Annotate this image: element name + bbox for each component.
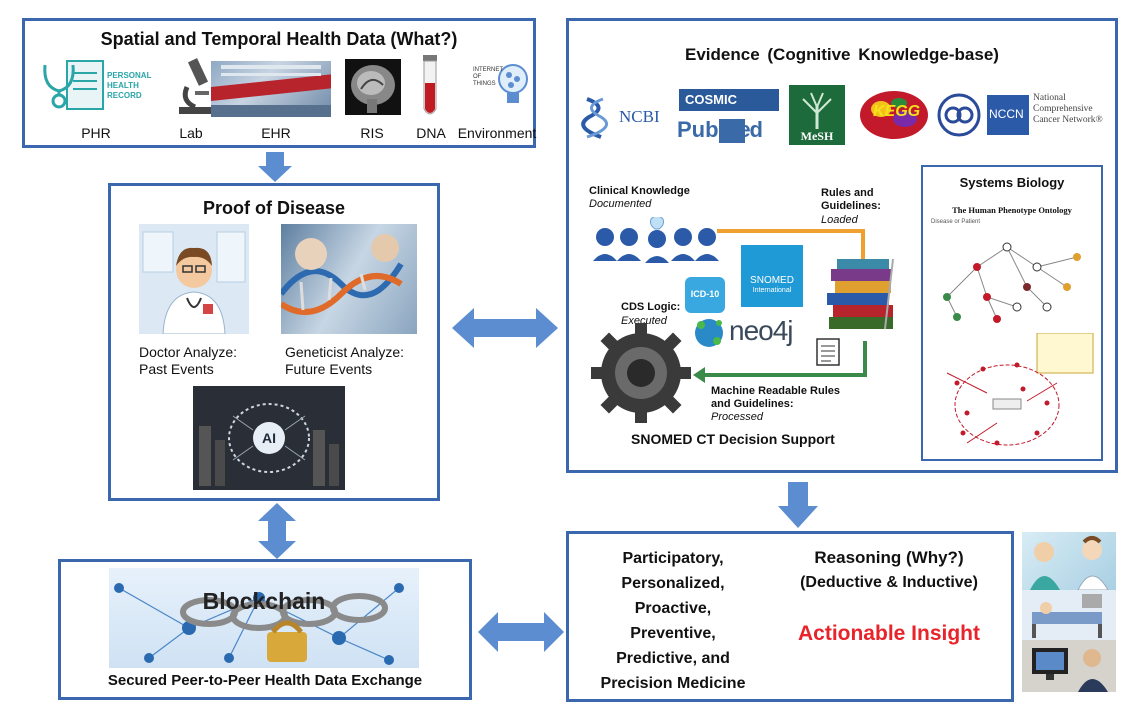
health-data-title: Spatial and Temporal Health Data (What?) [100,29,458,49]
actionable-insight-panel: Participatory, Personalized, Proactive, … [566,531,1014,702]
down-arrow-data-to-proof [258,152,292,182]
geneticist-caption-line1: Geneticist Analyze: [285,344,405,360]
doctor-caption: Doctor Analyze: Past Events [139,344,259,378]
snomed-ct-footer: SNOMED CT Decision Support [631,431,835,447]
rules-label: Rules and Guidelines: [821,187,881,212]
icd10-logo: ICD-10 [685,277,725,313]
microscope-icon [173,57,217,119]
bidirectional-arrow-proof-evidence [452,308,558,348]
nccn-box-text: NCCN [989,107,1024,121]
medicine-item: Proactive, [634,600,712,617]
kegg-text: KEGG [873,103,921,120]
medicine-item: Precision Medicine [600,675,746,692]
medicine-item: Personalized, [621,575,725,592]
neo4j-logo: neo4j [691,315,817,351]
phr-label: PHR [81,125,111,141]
decision-gear-icon [589,321,693,425]
phr-logo-text: PERSONAL HEALTH RECORD [107,71,152,100]
nccn-logo: NCCN National Comprehensive Cancer Netwo… [987,93,1113,143]
systems-biology-panel: Systems Biology The Human Phenotype Onto… [921,165,1103,461]
executed-label: Executed [621,315,667,327]
bidirectional-arrow-proof-blockchain [258,503,296,559]
ris-label: RIS [360,125,384,141]
clinicians-group-icon [591,217,721,273]
pubmed-logo: Pub Med [675,115,785,147]
medicine-item: Participatory, [622,550,724,567]
mesh-text: MeSH [800,129,834,143]
environment-label: Environment [457,125,537,141]
blockchain-panel: Blockchain Secured Peer-to-Peer Health D… [58,559,472,700]
process-arrow [693,341,867,383]
health-data-panel: Spatial and Temporal Health Data (What?)… [22,18,536,148]
bidirectional-arrow-blockchain-insight [478,612,564,652]
hpo-subtitle: Disease or Patient [931,219,981,225]
kegg-logo: KEGG [859,89,929,141]
loaded-label: Loaded [821,214,858,226]
ehr-label: EHR [261,125,291,141]
go-logo [937,93,981,137]
snomed-text: SNOMED [750,275,794,286]
document-icon [815,337,841,367]
processed-label: Processed [711,411,763,423]
blockchain-label: Blockchain [202,588,326,614]
cosmic-text: COSMIC [685,92,737,107]
geneticist-caption-line2: Future Events [285,361,373,377]
hospital-bed-image [1022,590,1116,640]
nurse-patient-image [1022,532,1116,590]
hpo-tree-graph [943,242,1081,323]
medicine-item: Preventive, [630,625,716,642]
documented-label: Documented [589,198,652,210]
hospital-image [211,61,331,117]
doctor-caption-line2: Past Events [139,361,214,377]
telehealth-image [1022,640,1116,692]
hpo-title: The Human Phenotype Ontology [952,205,1072,215]
pubmed-med-text: Med [721,117,763,142]
dna-tube-icon [417,55,443,121]
cds-logic-label: CDS Logic: [621,301,681,313]
lab-label: Lab [179,125,203,141]
snomed-intl-text: International [752,287,792,294]
proof-of-disease-panel: Proof of Disease Doctor Analyze: Pas [108,183,440,501]
medicine-item: Predictive, and [616,650,730,667]
geneticist-image [281,224,417,334]
iot-logo-text: INTERNET OF THINGS [473,67,503,87]
machine-readable-label: Machine Readable Rules and Guidelines: [711,385,840,410]
doctor-caption-line1: Doctor Analyze: [139,344,238,360]
ncbi-text: NCBI [619,107,660,126]
cosmic-logo: COSMIC [679,89,779,111]
reasoning-title: Reasoning (Why?) [814,548,964,567]
brain-scan-image [345,59,401,115]
systems-biology-title: Systems Biology [959,175,1065,190]
phr-icon: PERSONAL HEALTH RECORD [39,57,159,117]
precision-medicine-list: Participatory, Personalized, Proactive, … [575,546,771,696]
actionable-insight-label: Actionable Insight [797,622,980,645]
pubmed-pub-text: Pub [677,117,719,142]
icd10-text: ICD-10 [690,289,720,299]
doctor-illustration [139,224,249,334]
blockchain-caption: Secured Peer-to-Peer Health Data Exchang… [107,672,423,689]
ai-brain-image: AI [193,386,345,490]
geneticist-caption: Geneticist Analyze: Future Events [285,344,425,378]
down-arrow-evidence-to-insight [778,482,818,528]
evidence-title: Evidence (Cognitive Knowledge-base) [685,45,999,64]
reasoning-subtitle: (Deductive & Inductive) [800,574,978,591]
neo4j-text: neo4j [729,315,794,346]
blockchain-image: Blockchain [109,568,419,668]
books-stack-icon [825,257,897,339]
ai-label: AI [262,430,276,446]
evidence-panel: Evidence (Cognitive Knowledge-base) NCBI… [566,18,1118,473]
nccn-name-text: National Comprehensive Cancer Network® [1033,93,1103,125]
ncbi-logo: NCBI [579,93,671,143]
snomed-logo: SNOMED International [741,245,803,307]
pathway-diagram [946,333,1094,446]
proof-title: Proof of Disease [202,198,346,218]
mesh-logo: MeSH [789,85,845,145]
iot-bulb-icon: INTERNET OF THINGS [473,57,529,117]
clinical-knowledge-label: Clinical Knowledge [589,185,690,197]
dna-label: DNA [416,125,446,141]
